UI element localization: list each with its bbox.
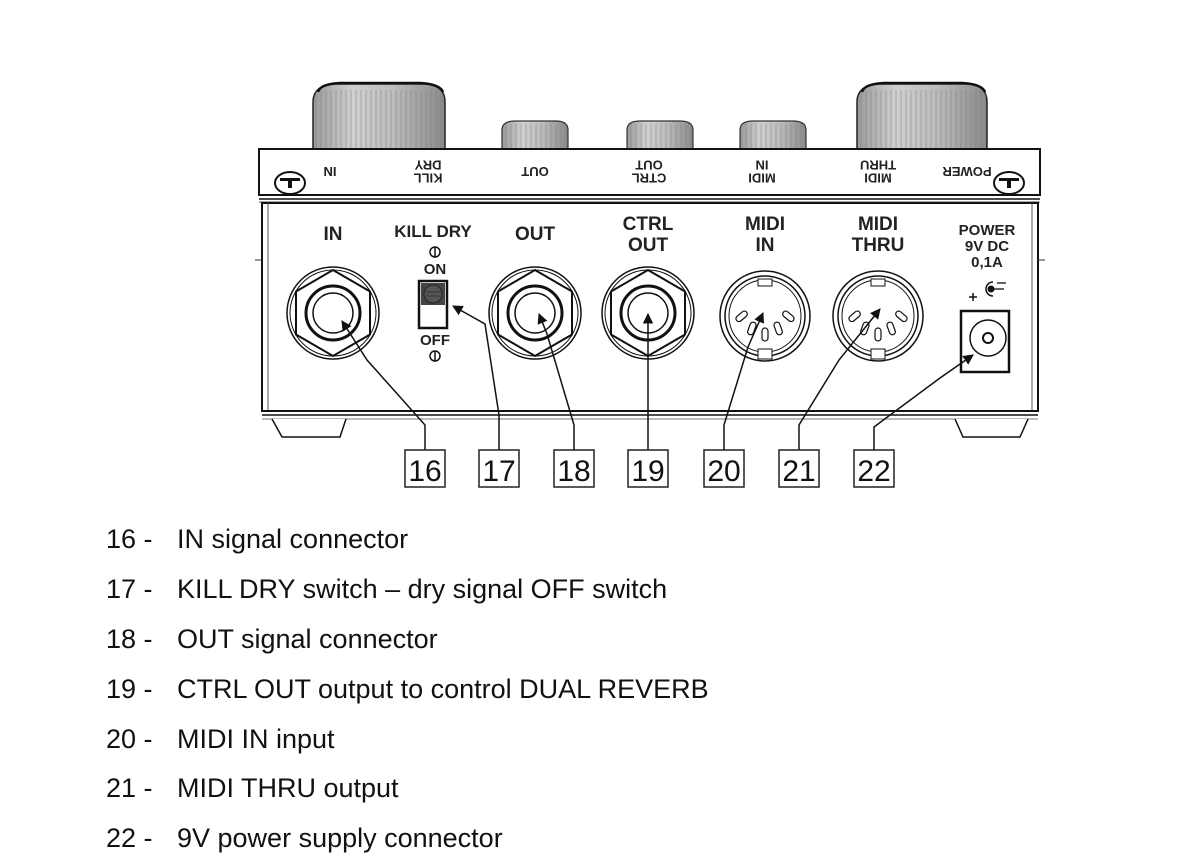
small-knob-1 bbox=[501, 120, 569, 151]
callout-box bbox=[853, 449, 895, 488]
legend-item: 18 - OUT signal connector bbox=[106, 615, 709, 665]
legend-number: 19 - bbox=[106, 673, 153, 704]
callout-box bbox=[703, 449, 745, 488]
callout-number: 20 bbox=[707, 455, 740, 488]
callout-number: 22 bbox=[857, 455, 890, 488]
callout-number: 19 bbox=[631, 455, 664, 488]
callout-number: 21 bbox=[782, 455, 815, 488]
callout-box bbox=[627, 449, 669, 488]
top-strip-label: CTRLOUT bbox=[632, 158, 667, 186]
callout-box bbox=[553, 449, 595, 488]
leader-22 bbox=[873, 354, 974, 457]
legend-item: 20 - MIDI IN input bbox=[106, 714, 709, 764]
screw-right-icon bbox=[993, 171, 1025, 195]
top-strip-label: MIDIIN bbox=[748, 158, 775, 186]
switch-off-label: OFF bbox=[420, 332, 450, 349]
legend-number: 18 - bbox=[106, 623, 153, 654]
connector-label-18: OUT bbox=[515, 224, 556, 245]
legend-list: 16 - IN signal connector 17 - KILL DRY swit… bbox=[106, 515, 709, 864]
top-strip-label: OUT bbox=[521, 164, 549, 179]
leader-18 bbox=[537, 313, 575, 457]
legend-description: CTRL OUT output to control DUAL REVERB bbox=[177, 673, 709, 704]
top-strip-label: KILLDRY bbox=[414, 158, 443, 186]
connector-label-16: IN bbox=[324, 224, 343, 245]
connector-label-17: KILL DRY bbox=[394, 222, 472, 241]
foot-right bbox=[954, 418, 1029, 438]
callout-number: 17 bbox=[482, 455, 515, 488]
legend-item: 17 - KILL DRY switch – dry signal OFF swi… bbox=[106, 565, 709, 615]
legend-description: 9V power supply connector bbox=[177, 823, 503, 854]
legend-item: 16 - IN signal connector bbox=[106, 515, 709, 565]
callout-box bbox=[478, 449, 520, 488]
switch-off-indicator-icon bbox=[429, 350, 441, 362]
top-strip-label: IN bbox=[324, 164, 337, 179]
legend-number: 21 - bbox=[106, 773, 153, 804]
leader-17 bbox=[452, 305, 500, 457]
callout-17: 17 bbox=[478, 449, 520, 488]
top-strip-label: MIDITHRU bbox=[860, 158, 896, 186]
kill-dry-switch[interactable]: ON OFF bbox=[417, 246, 450, 362]
callout-21: 21 bbox=[778, 449, 820, 488]
legend-number: 17 - bbox=[106, 574, 153, 605]
leader-16 bbox=[341, 320, 426, 457]
callout-box bbox=[404, 449, 446, 488]
legend-description: KILL DRY switch – dry signal OFF switch bbox=[177, 574, 668, 605]
switch-on-label: ON bbox=[424, 261, 447, 278]
callout-16: 16 bbox=[404, 449, 446, 488]
jack-out[interactable] bbox=[488, 266, 582, 360]
callout-number: 16 bbox=[408, 455, 441, 488]
callout-19: 19 bbox=[627, 449, 669, 488]
din-midi-thru[interactable] bbox=[832, 270, 924, 362]
knobs bbox=[312, 81, 988, 151]
legend-description: MIDI THRU output bbox=[177, 773, 399, 804]
leader-lines bbox=[341, 305, 974, 457]
legend-item: 19 - CTRL OUT output to control DUAL REVE… bbox=[106, 664, 709, 714]
screw-left-icon bbox=[274, 171, 306, 195]
small-knob-2 bbox=[626, 120, 694, 151]
callout-number: 18 bbox=[557, 455, 590, 488]
switch-on-indicator-icon bbox=[429, 246, 441, 258]
large-knob-left bbox=[312, 81, 446, 151]
din-midi-in[interactable] bbox=[719, 270, 811, 362]
leader-20 bbox=[723, 312, 764, 457]
callout-20: 20 bbox=[703, 449, 745, 488]
callout-box bbox=[778, 449, 820, 488]
legend-item: 22 - 9V power supply connector bbox=[106, 814, 709, 864]
callout-18: 18 bbox=[553, 449, 595, 488]
legend-number: 20 - bbox=[106, 723, 153, 754]
foot-left bbox=[271, 418, 347, 438]
top-strip-label: POWER bbox=[942, 164, 992, 179]
small-knob-3 bbox=[739, 120, 807, 151]
device-rear-panel-diagram: IN KILLDRY OUT CTRLOUT MIDIIN MIDITHRU POWER I… bbox=[255, 81, 1045, 488]
large-knob-right bbox=[856, 81, 988, 151]
dc-power-jack[interactable] bbox=[959, 309, 1011, 374]
top-strip: IN KILLDRY OUT CTRLOUT MIDIIN MIDITHRU POWER bbox=[258, 148, 1041, 203]
leader-21 bbox=[798, 308, 881, 457]
legend-number: 16 - bbox=[106, 524, 153, 555]
legend-description: MIDI IN input bbox=[177, 723, 335, 754]
jack-in[interactable] bbox=[286, 266, 380, 360]
legend-description: IN signal connector bbox=[177, 524, 409, 555]
dc-polarity-icon bbox=[969, 281, 1006, 301]
legend-number: 22 - bbox=[106, 823, 153, 854]
legend-description: OUT signal connector bbox=[177, 623, 438, 654]
callout-22: 22 bbox=[853, 449, 895, 488]
legend-item: 21 - MIDI THRU output bbox=[106, 764, 709, 814]
